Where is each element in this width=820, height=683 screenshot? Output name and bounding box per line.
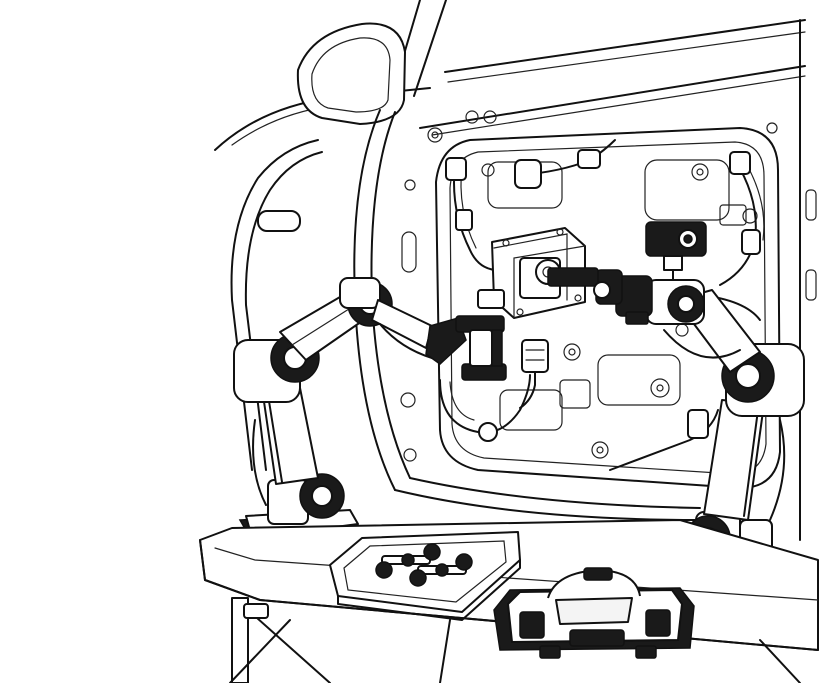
bolt-icon	[375, 543, 441, 579]
wiring-harness	[439, 139, 765, 471]
camera-sensor	[645, 221, 707, 285]
door-panel	[353, 19, 817, 541]
bench-leg	[231, 597, 249, 683]
robot-arm-left	[233, 277, 507, 547]
door-handle	[257, 210, 301, 232]
parts-tray	[329, 531, 521, 621]
bolt-icon	[409, 553, 473, 587]
tool-case	[493, 567, 695, 659]
wire-connector	[519, 339, 549, 409]
side-mirror	[296, 22, 406, 125]
